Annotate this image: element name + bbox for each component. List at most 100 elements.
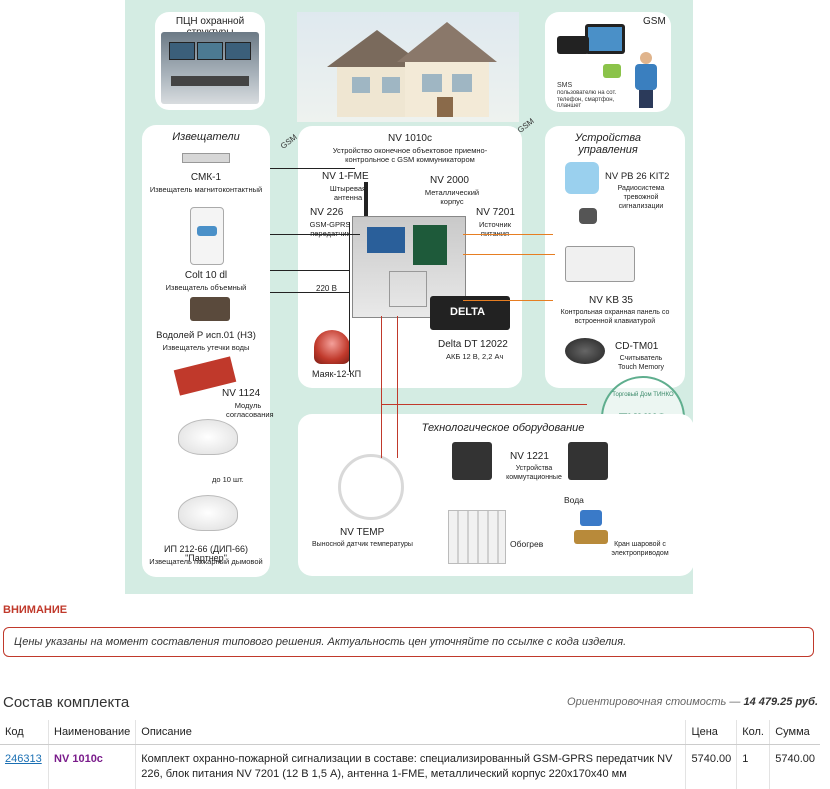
product-desc: Комплект охранно-пожарной сигнализации в…: [136, 745, 686, 789]
nv7201-name: NV 7201: [476, 208, 515, 217]
smoke-desc: Извещатель пожарный дымовой: [142, 557, 270, 566]
valve-label: Кран шаровой с электроприводом: [610, 540, 670, 558]
tablet-image: [585, 24, 625, 54]
col-desc: Описание: [136, 720, 686, 745]
relay-2-image: [568, 442, 608, 480]
gsm-card: GSM SMS пользователю на сот. телефон, см…: [545, 12, 671, 112]
col-name: Наименование: [49, 720, 136, 745]
nv1010c-name: NV 1010c: [298, 134, 522, 143]
product-sum: 5740.00: [770, 745, 820, 789]
col-qty: Кол.: [737, 720, 770, 745]
kit-cost-value: 14 479.25 руб.: [743, 696, 818, 708]
kb35-image: [565, 246, 635, 282]
person-image: [635, 52, 657, 108]
pb26-name: NV PB 26 KIT2: [605, 172, 669, 181]
house-image: [297, 12, 519, 122]
wire: [381, 404, 587, 405]
water-leak-name: Водолей Р исп.01 (НЗ): [142, 331, 270, 340]
cmk-desc: Извещатель магнитоконтактный: [142, 185, 270, 194]
temp-sensor-image: [338, 454, 404, 520]
battery-desc: АКБ 12 В, 2,2 Ач: [446, 352, 503, 361]
smoke-detector-1-image: [178, 419, 238, 455]
stamp-text: Торговый Дом ТИНКО: [609, 392, 677, 398]
wire: [270, 234, 360, 235]
cdtm01-image: [565, 338, 605, 364]
wire: [270, 168, 355, 169]
kb35-desc: Контрольная охранная панель со встроенно…: [553, 308, 677, 326]
colt-name: Colt 10 dl: [142, 271, 270, 280]
relay-1-image: [452, 442, 492, 480]
sms-text: пользователю на сот. телефон, смартфон, …: [557, 90, 633, 110]
temp-desc: Выносной датчик температуры: [312, 540, 413, 549]
product-code-link[interactable]: 246313: [5, 753, 42, 765]
detectors-title: Извещатели: [142, 131, 270, 143]
wire: [349, 222, 350, 372]
chat-icon: [603, 64, 621, 78]
kit-table: Код Наименование Описание Цена Кол. Сумм…: [0, 720, 820, 789]
kb35-name: NV KB 35: [589, 296, 633, 305]
wire: [270, 270, 350, 271]
sms-label: SMS: [557, 82, 572, 90]
col-sum: Сумма: [770, 720, 820, 745]
control-title: Устройства управления: [563, 132, 653, 156]
cdtm01-desc: Считыватель Touch Memory: [611, 354, 671, 372]
solution-diagram: ПЦН охранной структуры GSM: [125, 0, 693, 594]
nv226-name: NV 226: [310, 208, 343, 217]
water-label: Вода: [564, 496, 584, 505]
cmk-image: [182, 153, 230, 163]
center-card: NV 1010c Устройство оконечное объектовое…: [298, 126, 522, 388]
monitoring-room-image: [161, 32, 259, 104]
product-name: NV 1010c: [54, 753, 103, 765]
colt-desc: Извещатель объемный: [142, 283, 270, 292]
pb26-desc: Радиосистема тревожной сигнализации: [609, 184, 673, 211]
nv7201-desc: Источник питания: [470, 220, 520, 238]
kit-cost: Ориентировочная стоимость — 14 479.25 ру…: [567, 696, 818, 708]
fme-name: NV 1-FME: [322, 172, 369, 181]
col-price: Цена: [686, 720, 737, 745]
temp-name: NV TEMP: [340, 528, 384, 537]
tech-title: Технологическое оборудование: [398, 422, 608, 434]
wire: [381, 316, 382, 458]
keyfob-image: [579, 208, 597, 224]
monitoring-card: ПЦН охранной структуры: [155, 12, 265, 110]
nv2000-desc: Металлический корпус: [424, 188, 480, 206]
product-price: 5740.00: [686, 745, 737, 789]
gsm-title: GSM: [643, 16, 666, 27]
battery-image: DELTA: [430, 296, 510, 330]
relay-name: NV 1221: [510, 452, 549, 461]
battery-name: Delta DT 12022: [438, 340, 508, 349]
wire: [270, 292, 350, 293]
phone-image: [557, 36, 589, 54]
nv1010c-desc: Устройство оконечное объектовое приемно-…: [318, 146, 502, 164]
colt-image: [190, 207, 224, 265]
cmk-name: СМК-1: [142, 173, 270, 182]
water-leak-image: [190, 297, 230, 321]
cdtm01-name: CD-TM01: [615, 342, 658, 351]
wire: [463, 300, 553, 301]
valve-image: [574, 510, 608, 546]
smoke-detector-2-image: [178, 495, 238, 531]
kit-title: Состав комплекта: [3, 694, 129, 711]
detectors-card: Извещатели СМК-1 Извещатель магнитоконта…: [142, 125, 270, 577]
product-qty: 1: [737, 745, 770, 789]
pb26-image: [565, 162, 599, 194]
nv2000-name: NV 2000: [430, 176, 469, 185]
tech-card: Технологическое оборудование NV TEMP Вын…: [298, 414, 694, 576]
nv1124-name: NV 1124: [222, 389, 260, 398]
heating-label: Обогрев: [510, 540, 543, 549]
radiator-image: [448, 510, 506, 564]
relay-desc: Устройства коммутационные: [506, 464, 562, 482]
fme-desc: Штыревая антенна: [328, 184, 368, 202]
siren-image: [314, 330, 350, 364]
wire: [463, 254, 555, 255]
wire: [463, 234, 553, 235]
siren-name: Маяк-12-КП: [312, 370, 361, 379]
table-header-row: Код Наименование Описание Цена Кол. Сумм…: [0, 720, 820, 745]
nv1124-desc: Модуль согласования: [226, 401, 270, 419]
control-card: Устройства управления NV PB 26 KIT2 Ради…: [545, 126, 685, 388]
warning-text: Цены указаны на момент составления типов…: [14, 636, 626, 648]
gsm-arrow-left-label: GSM: [279, 133, 298, 151]
water-leak-desc: Извещатель утечки воды: [142, 343, 270, 352]
table-row: 246313 NV 1010c Комплект охранно-пожарно…: [0, 745, 820, 789]
count-label: до 10 шт.: [212, 475, 244, 484]
